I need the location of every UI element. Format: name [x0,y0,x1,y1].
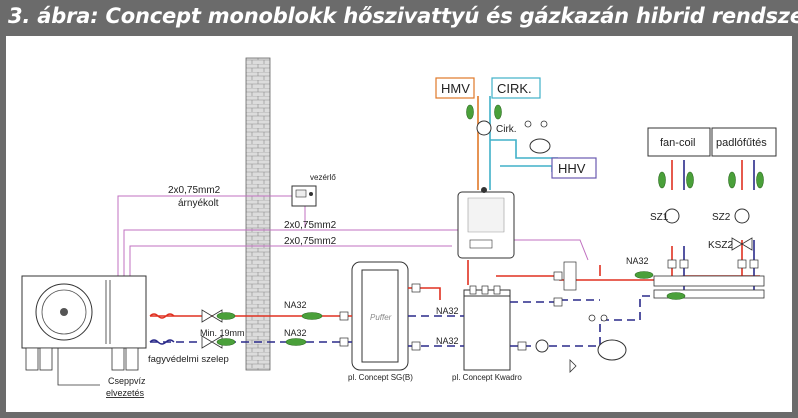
distribution-manifold [653,275,765,287]
boiler-icon [457,187,515,259]
label-fan-coil: fan-coil [660,137,695,149]
diagram-canvas: HMV CIRK. Cirk. HHV vezérlő 2x0,75mm2 ár… [6,36,792,412]
label-min-pipe: Min. 19mm [200,328,245,338]
label-frost-valve: fagyvédelmi szelep [148,354,229,365]
hmv-box [435,77,475,99]
controller-icon [291,185,317,207]
flexible-hoses [149,313,175,345]
thermometer-icon [524,120,608,322]
label-sz2: SZ2 [712,212,731,223]
label-controller: vezérlő [310,173,336,182]
label-na32-2: NA32 [284,328,307,338]
label-hhv: HHV [558,161,586,176]
label-cable-outdoor: 2x0,75mm2 [168,185,221,196]
label-condensate-1: Cseppvíz [108,376,146,386]
label-sz1: SZ1 [650,212,669,223]
label-buffer-caption: pl. Concept SG(B) [348,373,413,382]
outdoor-heat-pump-unit [21,275,147,386]
label-na32-4: NA32 [436,336,459,346]
label-ksz2: KSZ2 [708,240,733,251]
label-cable-2: 2x0,75mm2 [284,236,337,247]
label-cable-outdoor-sub: árnyékolt [178,198,219,209]
floor-heating-box [711,127,777,157]
label-hmv: HMV [441,81,470,96]
brick-wall [245,57,271,371]
title-bar: 3. ábra: Concept monoblokk hőszivattyú é… [0,0,798,34]
pipe-fittings [339,259,759,351]
hhv-box [551,157,597,179]
pump-icon [476,120,750,353]
hydraulic-diagram: HMV CIRK. Cirk. HHV vezérlő 2x0,75mm2 ár… [21,57,777,398]
distribution-manifold-lower [653,289,765,299]
fan-icon [35,283,93,341]
fan-coil-box [647,127,711,157]
valve-icon [201,237,753,373]
figure-title: 3. ábra: Concept monoblokk hőszivattyú é… [8,4,798,28]
buffer-tank [351,261,409,371]
label-na32-5: NA32 [626,256,649,266]
label-condensate-2: elvezetés [106,388,145,398]
cirk-box [491,77,541,99]
insulation-markers [216,104,764,346]
label-cirk: CIRK. [497,81,532,96]
label-cirk-pump: Cirk. [496,124,517,135]
label-na32-3: NA32 [436,306,459,316]
expansion-vessel-icon [529,138,627,361]
kwadro-module [463,289,511,371]
label-buffer: Puffer [370,313,392,322]
label-floor-heating: padlófűtés [716,137,767,149]
label-cable-1: 2x0,75mm2 [284,220,337,231]
label-na32-1: NA32 [284,300,307,310]
label-kwadro-caption: pl. Concept Kwadro [452,373,522,382]
